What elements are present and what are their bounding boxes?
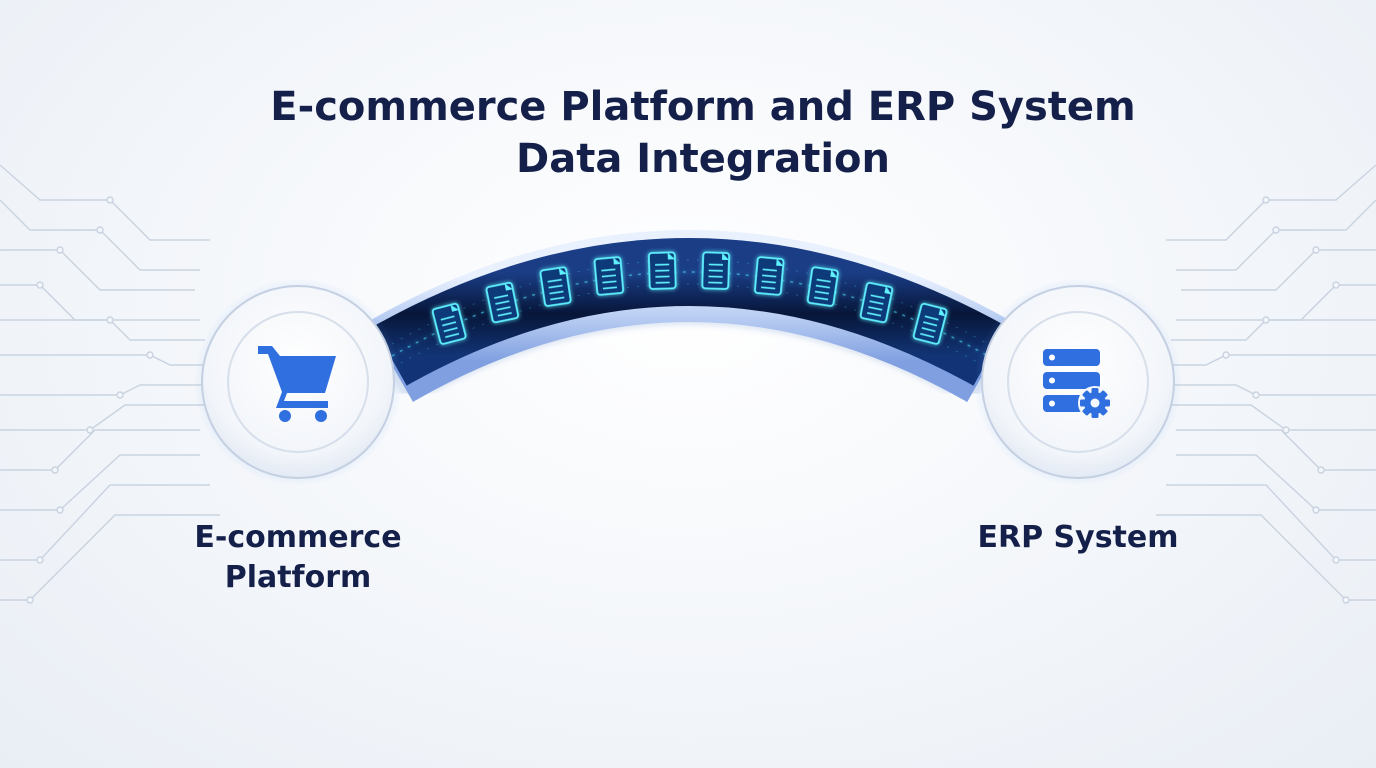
circuit-node <box>1312 246 1320 254</box>
document-icon <box>539 266 572 307</box>
erp-system-label: ERP System <box>977 520 1179 555</box>
circuit-node <box>1262 196 1270 204</box>
circuit-trace <box>0 384 205 396</box>
circuit-node <box>1262 316 1270 324</box>
circuit-trace <box>1156 514 1376 601</box>
circuit-trace <box>1166 484 1376 561</box>
circuit-trace <box>0 454 200 511</box>
data-packets <box>431 251 948 345</box>
circuit-trace <box>1171 404 1376 431</box>
circuit-trace <box>0 429 200 471</box>
circuit-node <box>1312 506 1320 514</box>
circuit-node <box>36 281 44 289</box>
circuit-trace <box>1171 384 1376 396</box>
ecommerce-node[interactable] <box>194 278 402 486</box>
circuit-node <box>26 596 34 604</box>
circuit-trace <box>0 164 210 241</box>
erp-system-node[interactable] <box>974 278 1182 486</box>
circuit-node <box>56 246 64 254</box>
circuit-node <box>1332 281 1340 289</box>
circuit-node <box>1317 466 1325 474</box>
data-stream-line <box>391 271 989 357</box>
circuit-node <box>116 391 124 399</box>
label-line: Platform <box>224 560 372 595</box>
document-icon <box>485 281 520 324</box>
circuit-lines-right <box>1156 164 1376 604</box>
circuit-node <box>146 351 154 359</box>
circuit-node <box>36 556 44 564</box>
label-line: E-commerce <box>194 520 402 555</box>
circuit-node <box>106 316 114 324</box>
circuit-trace <box>1176 199 1376 271</box>
circuit-trace <box>1176 429 1376 471</box>
circuit-trace <box>1171 319 1376 341</box>
document-icon <box>754 256 785 296</box>
circuit-trace <box>0 249 195 291</box>
document-icon <box>806 266 839 307</box>
document-icon <box>647 251 677 290</box>
shopping-cart-icon <box>258 346 336 422</box>
circuit-trace <box>0 484 210 561</box>
document-icon <box>859 281 894 324</box>
circuit-trace <box>0 404 205 431</box>
circuit-node <box>56 506 64 514</box>
circuit-trace <box>0 514 220 601</box>
document-icon <box>701 251 731 290</box>
circuit-lines-left <box>0 164 220 604</box>
circuit-trace <box>1181 249 1376 291</box>
circuit-node <box>1272 226 1280 234</box>
circuit-node <box>96 226 104 234</box>
circuit-trace <box>1176 284 1376 321</box>
circuit-node <box>86 426 94 434</box>
circuit-trace <box>0 284 200 321</box>
document-icon <box>431 302 467 345</box>
circuit-node <box>106 196 114 204</box>
gear-icon <box>1078 386 1112 420</box>
document-icon <box>593 256 625 296</box>
circuit-node <box>1282 426 1290 434</box>
circuit-node <box>1342 596 1350 604</box>
circuit-node <box>1222 351 1230 359</box>
circuit-node <box>1252 391 1260 399</box>
document-icon <box>912 302 948 345</box>
server-gear-icon <box>1043 349 1112 420</box>
circuit-trace <box>0 319 205 341</box>
diagram-subtitle: Data Integration <box>516 136 890 182</box>
circuit-trace <box>1171 354 1376 366</box>
circuit-trace <box>0 199 200 271</box>
ecommerce-platform-label: E-commerce Platform <box>168 518 428 598</box>
circuit-trace <box>1176 454 1376 511</box>
circuit-trace <box>0 354 205 366</box>
circuit-node <box>1332 556 1340 564</box>
diagram-title: E-commerce Platform and ERP System <box>270 84 1136 130</box>
circuit-node <box>51 466 59 474</box>
